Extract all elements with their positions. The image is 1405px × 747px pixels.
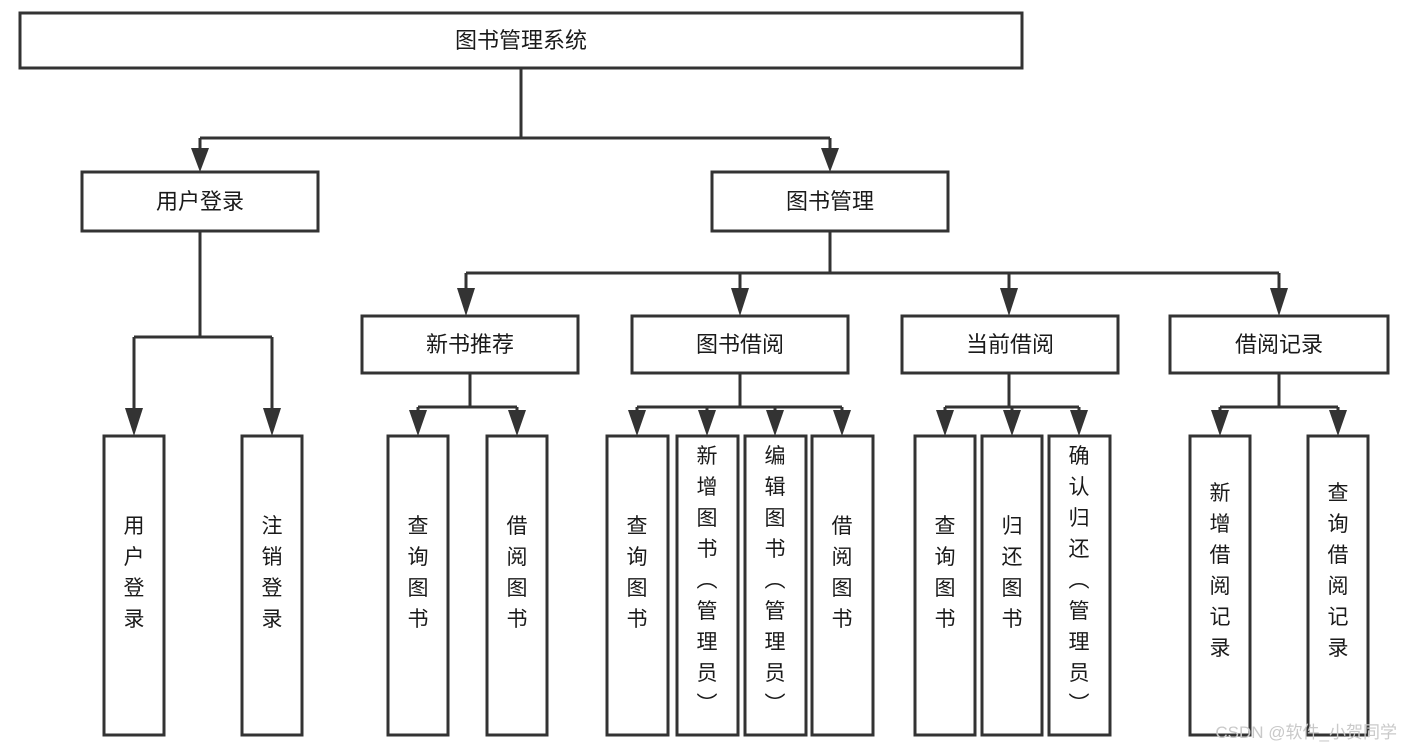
leaf-query-book-rec-label: 查询图书 [408, 515, 429, 631]
arrowhead-newbook-to-borrow [508, 410, 526, 436]
node-leaf-borrow-book[interactable]: 借阅图书 [810, 434, 875, 737]
node-leaf-query-book-borrow[interactable]: 查询图书 [605, 434, 670, 737]
arrowhead-bookborrow-to-query [628, 410, 646, 436]
leaf-add-borrow-record-box[interactable] [1188, 434, 1252, 737]
leaf-add-book-admin-box[interactable] [675, 434, 740, 737]
node-leaf-add-book-admin[interactable]: 新增图书︵管理员︶ [675, 434, 740, 737]
borrow-record-label: 借阅记录 [1235, 332, 1323, 357]
node-book-borrow[interactable]: 图书借阅 [630, 314, 850, 375]
arrowhead-bookmanage-to-newbook [457, 288, 475, 316]
leaf-query-book-rec-box[interactable] [386, 434, 450, 737]
leaf-add-borrow-record-label: 新增借阅记录 [1210, 482, 1231, 660]
arrowhead-bookmanage-to-currentborrow [1000, 288, 1018, 316]
node-borrow-record[interactable]: 借阅记录 [1168, 314, 1390, 375]
arrowhead-bookborrow-to-edit [766, 410, 784, 436]
leaf-borrow-book-box[interactable] [810, 434, 875, 737]
leaf-edit-book-admin-box[interactable] [743, 434, 808, 737]
arrowhead-borrowrecord-to-query [1329, 410, 1347, 436]
arrowhead-newbook-to-query [409, 410, 427, 436]
leaf-user-login-label: 用户登录 [124, 515, 145, 631]
arrowhead-borrowrecord-to-add [1211, 410, 1229, 436]
node-current-borrow[interactable]: 当前借阅 [900, 314, 1120, 375]
node-leaf-query-book-current[interactable]: 查询图书 [913, 434, 977, 737]
user-login-box[interactable] [80, 170, 320, 233]
leaf-logout-box[interactable] [240, 434, 304, 737]
leaf-query-book-current-label: 查询图书 [935, 515, 956, 631]
node-leaf-user-login[interactable]: 用户登录 [102, 434, 166, 737]
new-book-recommend-label: 新书推荐 [426, 332, 514, 357]
arrowhead-bookmanage-to-bookborrow [731, 288, 749, 316]
arrowhead-bookborrow-to-add [698, 410, 716, 436]
root-label: 图书管理系统 [455, 28, 587, 53]
leaf-borrow-book-rec-label: 借阅图书 [507, 515, 528, 631]
leaf-confirm-return-admin-box[interactable] [1047, 434, 1112, 737]
leaf-user-login-box[interactable] [102, 434, 166, 737]
leaf-logout-label: 注销登录 [262, 515, 283, 631]
user-login-label: 用户登录 [156, 189, 244, 214]
leaf-query-book-borrow-box[interactable] [605, 434, 670, 737]
leaf-query-borrow-record-box[interactable] [1306, 434, 1370, 737]
arrowhead-currentborrow-to-query [936, 410, 954, 436]
arrowhead-userlogin-to-leaf-logout [263, 408, 281, 436]
leaf-query-book-current-box[interactable] [913, 434, 977, 737]
arrowhead-currentborrow-to-confirm [1070, 410, 1088, 436]
leaf-query-borrow-record-label: 查询借阅记录 [1328, 482, 1349, 660]
arrowhead-root-to-book-manage [821, 148, 839, 172]
current-borrow-label: 当前借阅 [966, 332, 1054, 357]
new-book-recommend-box[interactable] [360, 314, 580, 375]
leaf-return-book-box[interactable] [980, 434, 1044, 737]
node-new-book-recommend[interactable]: 新书推荐 [360, 314, 580, 375]
node-user-login[interactable]: 用户登录 [80, 170, 320, 233]
csdn-watermark: CSDN @软件_小贺同学 [1215, 723, 1397, 742]
node-leaf-return-book[interactable]: 归还图书 [980, 434, 1044, 737]
node-root[interactable]: 图书管理系统 [18, 11, 1024, 70]
node-leaf-add-borrow-record[interactable]: 新增借阅记录 [1188, 434, 1252, 737]
leaf-borrow-book-rec-box[interactable] [485, 434, 549, 737]
arrowhead-root-to-user-login [191, 148, 209, 172]
node-leaf-logout[interactable]: 注销登录 [240, 434, 304, 737]
leaf-borrow-book-label: 借阅图书 [832, 515, 853, 631]
leaf-query-book-borrow-label: 查询图书 [627, 515, 648, 631]
leaf-return-book-label: 归还图书 [1002, 515, 1023, 631]
book-borrow-box[interactable] [630, 314, 850, 375]
node-leaf-edit-book-admin[interactable]: 编辑图书︵管理员︶ [743, 434, 808, 737]
arrowhead-userlogin-to-leaf-user-login [125, 408, 143, 436]
node-leaf-query-borrow-record[interactable]: 查询借阅记录 [1306, 434, 1370, 737]
leaf-add-book-admin-label: 新增图书︵管理员︶ [697, 445, 718, 716]
book-manage-label: 图书管理 [786, 189, 874, 214]
borrow-record-box[interactable] [1168, 314, 1390, 375]
arrowhead-currentborrow-to-return [1003, 410, 1021, 436]
node-leaf-query-book-rec[interactable]: 查询图书 [386, 434, 450, 737]
node-leaf-borrow-book-rec[interactable]: 借阅图书 [485, 434, 549, 737]
arrowhead-bookborrow-to-borrow [833, 410, 851, 436]
node-book-manage[interactable]: 图书管理 [710, 170, 950, 233]
connector-layer [125, 68, 1347, 436]
node-leaf-confirm-return-admin[interactable]: 确认归还︵管理员︶ [1047, 434, 1112, 737]
book-manage-box[interactable] [710, 170, 950, 233]
current-borrow-box[interactable] [900, 314, 1120, 375]
leaf-edit-book-admin-label: 编辑图书︵管理员︶ [765, 445, 786, 716]
root-box[interactable] [18, 11, 1024, 70]
arrowhead-bookmanage-to-borrowrecord [1270, 288, 1288, 316]
leaf-confirm-return-admin-label: 确认归还︵管理员︶ [1069, 445, 1090, 716]
book-borrow-label: 图书借阅 [696, 332, 784, 357]
